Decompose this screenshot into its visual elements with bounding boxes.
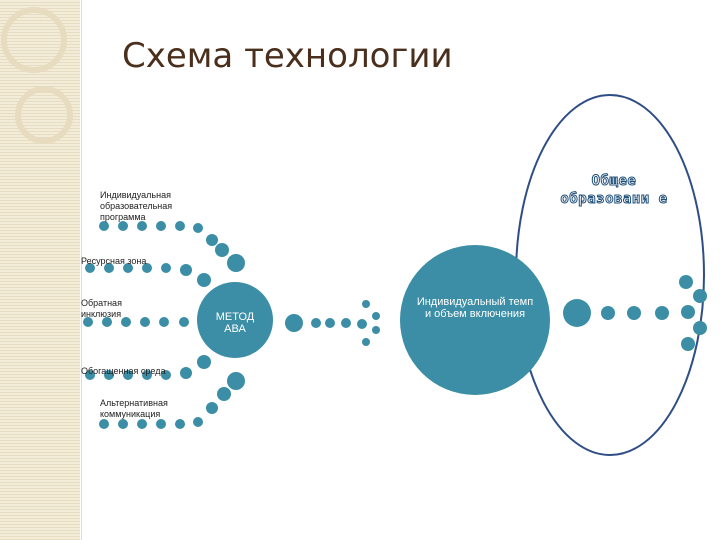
connector-dot [206,234,218,246]
connector-dot [372,326,380,334]
connector-dot [118,419,128,429]
connector-dot [601,306,615,320]
input-label-3: Обратная инклюзия [81,298,161,320]
connector-dot [193,223,203,233]
connector-dot [197,273,211,287]
connector-dot [681,305,695,319]
connector-dot [197,355,211,369]
connector-dot [215,243,229,257]
connector-dot [372,312,380,320]
decor-circle-1 [4,10,64,70]
connector-dot [341,318,351,328]
connector-dot [563,299,591,327]
connector-dot [285,314,303,332]
connector-dot [655,306,669,320]
connector-dot [99,419,109,429]
connector-dot [217,387,231,401]
connector-dot [206,402,218,414]
center-label: Индивидуальный темп и объем включения [415,296,535,320]
method-label: МЕТОД АВА [205,311,265,335]
connector-dot [325,318,335,328]
connector-dot [627,306,641,320]
goal-ellipse [516,95,704,455]
connector-dot [227,254,245,272]
connector-dot [681,337,695,351]
connector-dot [693,321,707,335]
input-label-4: Обогащенная среда [81,366,191,377]
decor-circle-2 [18,89,70,141]
connector-dot [227,372,245,390]
connector-dot [693,289,707,303]
connector-dot [311,318,321,328]
center-node [400,245,550,395]
connector-dot [156,419,166,429]
connector-dot [179,317,189,327]
goal-label: Общее образовани е [555,172,673,208]
input-label-2: Ресурсная зона [81,256,201,267]
connector-dot [362,300,370,308]
connector-dot [679,275,693,289]
input-label-5: Альтернативная коммуникация [100,398,200,420]
connector-dot [362,338,370,346]
input-label-1: Индивидуальная образовательная программа [100,190,200,223]
page-title: Схема технологии [122,36,453,76]
connector-dot [137,419,147,429]
connector-dot [357,319,367,329]
connector-dot [175,419,185,429]
